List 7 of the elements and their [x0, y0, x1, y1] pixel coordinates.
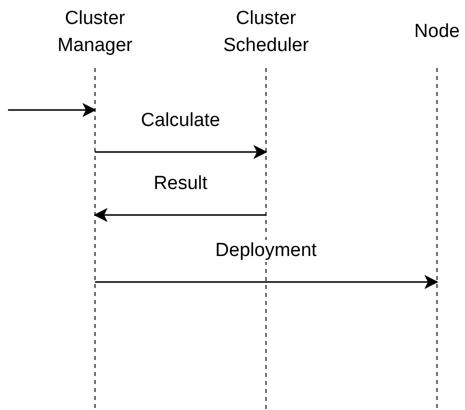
participant-label: Cluster Scheduler [222, 7, 310, 58]
message-arrow [94, 208, 266, 222]
participant-label: Cluster Manager [56, 7, 134, 58]
message-arrow [95, 145, 268, 159]
participant-label: Node [413, 20, 461, 44]
message-arrow [95, 275, 438, 289]
message-arrow [8, 103, 96, 117]
